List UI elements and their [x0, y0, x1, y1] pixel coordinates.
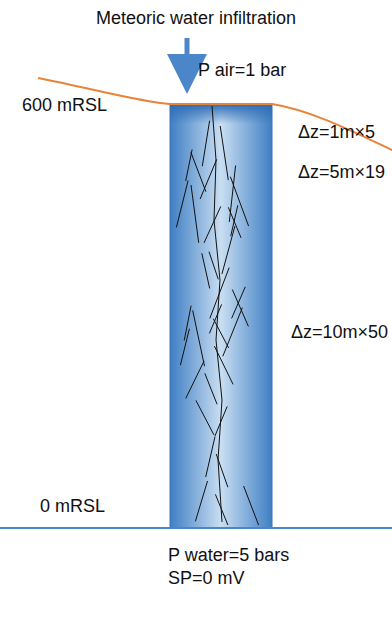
- elevation-label: 0 mRSL: [40, 496, 105, 517]
- fracture: [220, 126, 228, 180]
- fracture: [193, 310, 205, 366]
- fracture: [209, 304, 221, 333]
- cell-size-label: Δz=1m×5: [298, 122, 375, 143]
- fracture: [231, 205, 238, 236]
- fracture: [222, 226, 235, 274]
- fracture: [196, 400, 214, 434]
- potential-label: SP=0 mV: [168, 568, 245, 589]
- fracture: [180, 329, 189, 365]
- top-layer: [170, 104, 272, 124]
- fracture: [186, 150, 192, 182]
- infiltration-arrow: [185, 38, 190, 74]
- fracture: [232, 290, 248, 327]
- fracture: [202, 121, 209, 167]
- base-line: [0, 527, 392, 529]
- cell-size-label: Δz=10m×50: [291, 322, 388, 343]
- fracture: [204, 206, 221, 243]
- cell-size-label: Δz=5m×19: [298, 162, 385, 183]
- fracture: [209, 252, 218, 280]
- fracture: [230, 177, 248, 226]
- fracture: [244, 486, 259, 525]
- fracture: [184, 306, 191, 341]
- fracture: [223, 308, 243, 357]
- fracture: [229, 166, 235, 222]
- inflow-label: Meteoric water infiltration: [96, 8, 296, 29]
- fracture: [202, 253, 210, 288]
- elevation-label: 600 mRSL: [22, 95, 107, 116]
- fracture: [212, 106, 222, 522]
- fracture: [191, 185, 199, 243]
- fracture: [176, 181, 188, 228]
- fracture: [206, 437, 215, 477]
- fracture-lines: [176, 106, 258, 525]
- pressure-label: P water=5 bars: [168, 545, 289, 566]
- fracture: [205, 373, 217, 404]
- fracture: [186, 361, 204, 399]
- pressure-label: P air=1 bar: [198, 60, 286, 81]
- fracture: [213, 319, 228, 348]
- fracture: [200, 159, 217, 199]
- fracture: [195, 481, 207, 521]
- rock-column: [170, 104, 272, 528]
